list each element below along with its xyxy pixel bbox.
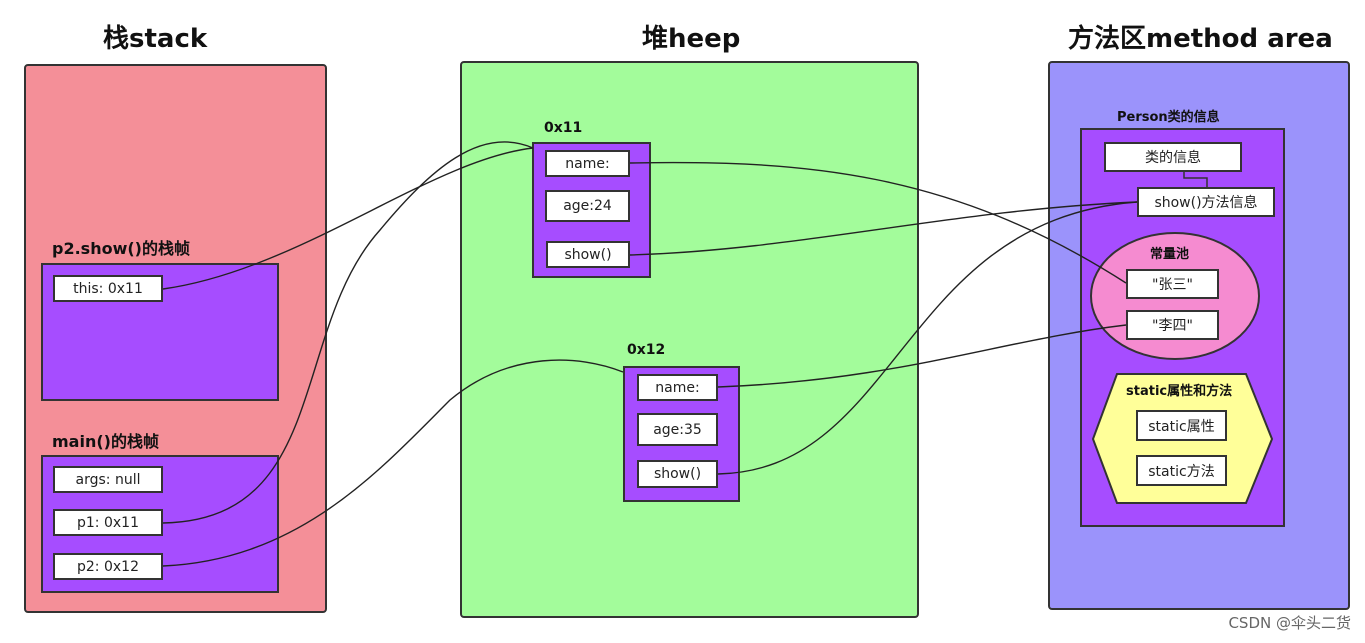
heap-title: 堆heep bbox=[642, 24, 741, 54]
string-zhangsan-cell: "张三" bbox=[1126, 269, 1219, 299]
obj1-show-method: show() bbox=[546, 241, 630, 268]
obj2-show-method: show() bbox=[637, 460, 718, 488]
class-info-cell: 类的信息 bbox=[1104, 142, 1242, 172]
p1-var-cell: p1: 0x11 bbox=[53, 509, 163, 536]
constant-pool-label: 常量池 bbox=[1150, 247, 1190, 262]
static-method-cell: static方法 bbox=[1136, 455, 1227, 486]
obj1-age-field: age:24 bbox=[545, 190, 630, 222]
obj2-name-field: name: bbox=[637, 374, 718, 401]
object-0x11-address: 0x11 bbox=[544, 120, 583, 136]
args-var-cell: args: null bbox=[53, 466, 163, 493]
show-method-info-cell: show()方法信息 bbox=[1137, 187, 1275, 217]
obj2-age-field: age:35 bbox=[637, 413, 718, 446]
static-members-label: static属性和方法 bbox=[1126, 384, 1233, 399]
main-frame-label: main()的栈帧 bbox=[52, 432, 159, 451]
csdn-watermark: CSDN @伞头二货 bbox=[1228, 614, 1351, 632]
obj1-name-field: name: bbox=[545, 150, 630, 177]
p2-show-frame-label: p2.show()的栈帧 bbox=[52, 239, 190, 258]
string-lisi-cell: "李四" bbox=[1126, 310, 1219, 340]
stack-title: 栈stack bbox=[103, 24, 208, 54]
method-area-title: 方法区method area bbox=[1068, 24, 1333, 54]
person-class-info-label: Person类的信息 bbox=[1117, 110, 1220, 125]
static-field-cell: static属性 bbox=[1136, 410, 1227, 441]
p2-var-cell: p2: 0x12 bbox=[53, 553, 163, 580]
this-var-cell: this: 0x11 bbox=[53, 275, 163, 302]
object-0x12-address: 0x12 bbox=[627, 342, 666, 358]
heap-region bbox=[460, 61, 919, 618]
